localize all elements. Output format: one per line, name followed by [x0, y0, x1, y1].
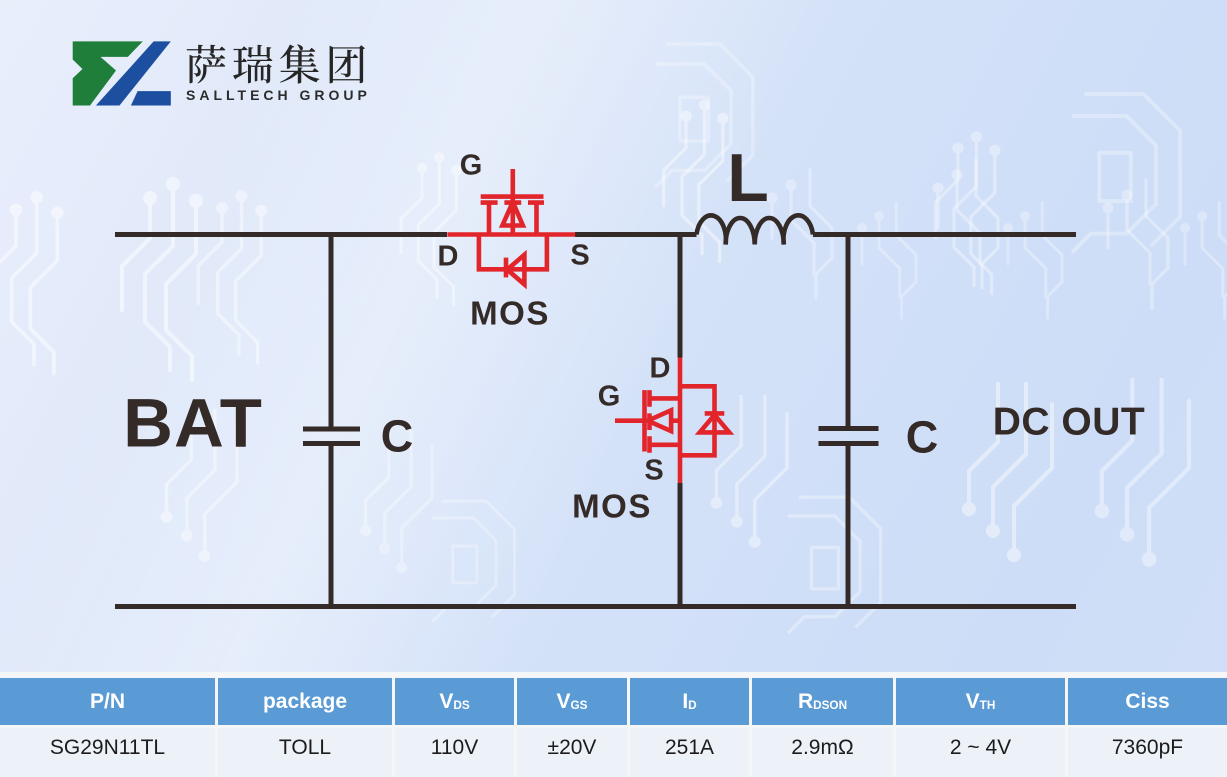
spec-value-ciss: 7360pF — [1068, 728, 1227, 777]
battery-label: BAT — [123, 384, 263, 462]
logo — [72, 41, 365, 106]
spec-value-rdson: 2.9mΩ — [752, 728, 896, 777]
spec-value-package: TOLL — [218, 728, 395, 777]
mos-top-gate-label: G — [459, 149, 483, 182]
spec-col-header-pn: P/N — [0, 678, 218, 725]
cap-right-label: C — [905, 411, 939, 463]
spec-col-header-package: package — [218, 678, 395, 725]
cap-left-plates — [303, 426, 360, 446]
logo-english-text: SALLTECH GROUP — [186, 87, 371, 103]
mos-top-drain-label: D — [437, 240, 459, 273]
spec-value-vds: 110V — [395, 728, 517, 777]
inductor-label: L — [727, 140, 769, 216]
logo-chinese-glyphs — [186, 44, 365, 84]
spec-value-vth: 2 ~ 4V — [896, 728, 1068, 777]
spec-table-value-row: SG29N11TL TOLL 110V ±20V 251A 2.9mΩ 2 ~ … — [0, 728, 1227, 777]
mos-top-name-label: MOS — [470, 294, 550, 332]
mos-bottom-name-label: MOS — [572, 487, 652, 525]
mos-bottom-source-label: S — [644, 454, 664, 487]
spec-value-pn: SG29N11TL — [0, 728, 218, 777]
dc-out-label: DC OUT — [992, 400, 1146, 444]
cap-right-plates — [818, 426, 879, 446]
mosfet-top-symbol — [447, 169, 576, 290]
mos-bottom-drain-label: D — [649, 352, 671, 385]
spec-col-header-ciss: Ciss — [1068, 678, 1227, 725]
mos-bottom-gate-label: G — [597, 380, 621, 413]
circuit-wires — [115, 213, 1076, 609]
spec-value-vgs: ±20V — [517, 728, 630, 777]
cap-left-label: C — [380, 410, 414, 462]
spec-value-id: 251A — [630, 728, 752, 777]
logo-mark — [72, 41, 171, 106]
mosfet-bottom-symbol — [615, 357, 735, 483]
mos-top-source-label: S — [570, 239, 590, 272]
inductor-symbol — [694, 213, 816, 245]
